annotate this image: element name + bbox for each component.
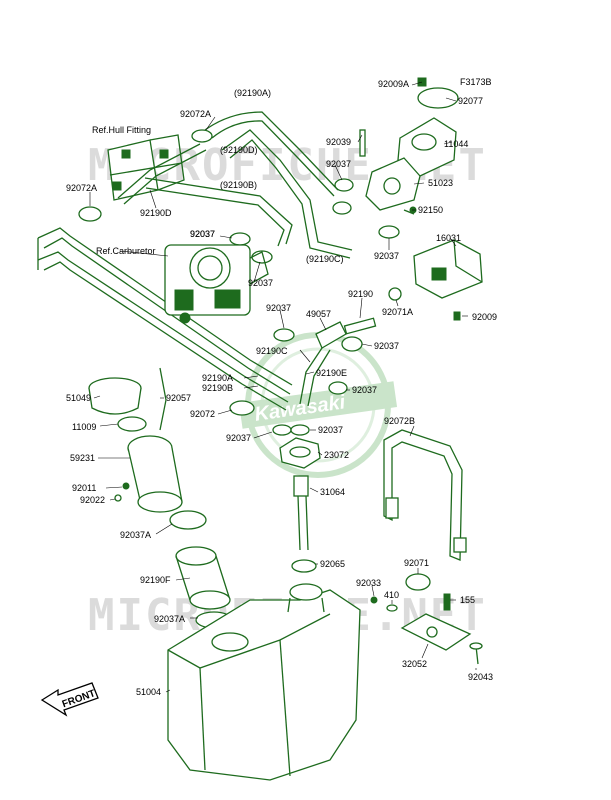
label-31064: 31064 (320, 487, 345, 497)
label-92033: 92033 (356, 578, 381, 588)
front-arrow-icon: FRONT (40, 682, 99, 717)
label-92039: 92039 (326, 137, 351, 147)
label-92037-f: 92037 (266, 303, 291, 313)
label-92190e: 92190E (316, 368, 347, 378)
label-92037-h: 92037 (352, 385, 377, 395)
hose-92190f-drawing (175, 546, 233, 629)
label-ref-hull-fitting: Ref.Hull Fitting (92, 125, 151, 135)
label-92190a-paren: (92190A) (234, 88, 271, 98)
label-92071: 92071 (404, 558, 429, 568)
label-92190b: 92190B (202, 383, 233, 393)
label-92190a: 92190A (202, 373, 233, 383)
label-92043: 92043 (468, 672, 493, 682)
label-49057: 49057 (306, 309, 331, 319)
label-ref-carburetor: Ref.Carburetor (96, 246, 156, 256)
label-11044: 11044 (444, 139, 468, 149)
label-92190c-paren: (92190C) (306, 254, 344, 264)
label-51049: 51049 (66, 393, 91, 403)
long-hoses (37, 227, 293, 411)
label-92037-i: 92037 (318, 425, 343, 435)
label-92190c: 92190C (256, 346, 288, 356)
tank-mount-drawing (370, 573, 483, 665)
label-51023: 51023 (428, 178, 453, 188)
label-92022: 92022 (80, 495, 105, 505)
label-92009a: 92009A (378, 79, 409, 89)
label-92072b: 92072B (384, 416, 415, 426)
label-92037a: 92037A (120, 530, 151, 540)
label-92057: 92057 (166, 393, 191, 403)
label-92190: 92190 (348, 289, 373, 299)
label-92190f: 92190F (140, 575, 171, 585)
label-51004: 51004 (136, 687, 161, 697)
label-23072: 23072 (324, 450, 349, 460)
label-92011: 92011 (72, 483, 96, 493)
label-92037-b: 92037 (190, 229, 215, 239)
carburetor-drawing (164, 244, 269, 324)
label-32052: 32052 (402, 659, 427, 669)
diagram-code: F3173B (460, 77, 492, 87)
fuel-pickup-drawing (279, 437, 321, 573)
label-92037a-b: 92037A (154, 614, 185, 624)
label-92072a-top: 92072A (180, 109, 211, 119)
fuel-hoses-upper (117, 111, 353, 259)
label-92150: 92150 (418, 205, 443, 215)
label-92037: 92037 (326, 159, 351, 169)
middle-fittings (229, 317, 377, 436)
label-410: 410 (384, 590, 399, 600)
label-92065: 92065 (320, 559, 345, 569)
fuel-tank-drawing (167, 583, 361, 781)
label-92190d: 92190D (140, 208, 172, 218)
label-92072: 92072 (190, 409, 215, 419)
tank-strap-drawing (383, 429, 467, 561)
label-11009: 11009 (72, 422, 96, 432)
label-92037-c: 92037 (374, 251, 399, 261)
label-155: 155 (460, 595, 475, 605)
label-92037-j: 92037 (226, 433, 251, 443)
fuel-filter-drawing (359, 77, 459, 215)
label-92037-g: 92037 (374, 341, 399, 351)
label-92009: 92009 (472, 312, 497, 322)
label-92077: 92077 (458, 96, 483, 106)
leader-lines (89, 81, 477, 693)
part-labels: 92009A 92077 (92190A) 92072A 92039 11044… (66, 79, 497, 697)
label-16031: 16031 (436, 233, 461, 243)
label-92190b-paren: (92190B) (220, 180, 257, 190)
label-92071a: 92071A (382, 307, 413, 317)
label-59231: 59231 (70, 453, 95, 463)
label-92190d-paren: (92190D) (220, 145, 258, 155)
bracket-16031-drawing (388, 239, 483, 321)
fuel-cap-drawing (88, 367, 167, 432)
label-92037-e: 92037 (248, 278, 273, 288)
label-92037-d: 92037 (190, 229, 215, 239)
label-92072a-left: 92072A (66, 183, 97, 193)
filler-neck-drawing (114, 435, 207, 530)
